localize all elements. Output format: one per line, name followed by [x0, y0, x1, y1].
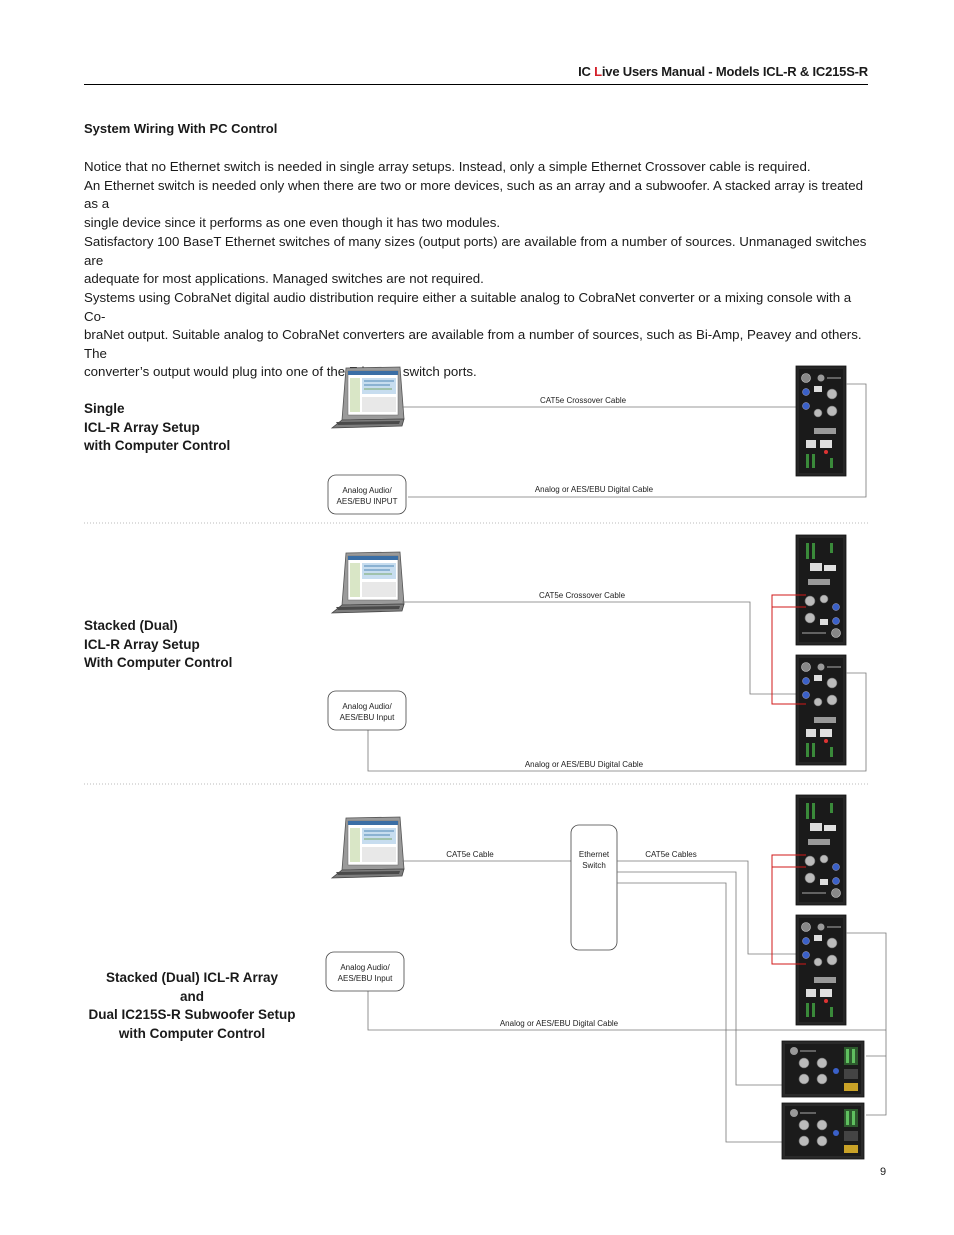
cable-label: Analog or AES/EBU Digital Cable: [535, 485, 654, 494]
svg-text:AES/EBU Input: AES/EBU Input: [338, 974, 393, 983]
svg-text:Analog Audio/: Analog Audio/: [342, 702, 392, 711]
single-setup-label: Single ICL-R Array Setup with Computer C…: [84, 401, 231, 454]
running-header: IC Live Users Manual - Models ICL-R & IC…: [578, 64, 868, 79]
array-module-icon: [795, 914, 847, 1026]
single-setup-diagram: CAT5e Crossover Cable Analog Audio/ AES/…: [327, 365, 867, 515]
cable-label: Analog or AES/EBU Digital Cable: [500, 1019, 619, 1028]
ethernet-switch-box: [570, 824, 618, 951]
cable-label: Analog or AES/EBU Digital Cable: [525, 760, 644, 769]
laptop-icon: [331, 366, 405, 429]
cable-label: CAT5e Cable: [446, 850, 494, 859]
stacked-setup-diagram: CAT5e Crossover Cable Analog Audio/ AES/…: [327, 534, 867, 772]
subwoofer-module-icon: [781, 1040, 865, 1098]
svg-text:Ethernet: Ethernet: [579, 850, 610, 859]
cable-label: CAT5e Crossover Cable: [539, 591, 626, 600]
svg-text:AES/EBU INPUT: AES/EBU INPUT: [337, 497, 398, 506]
array-module-icon: [795, 365, 847, 477]
page-number: 9: [880, 1166, 887, 1178]
svg-text:Switch: Switch: [582, 861, 606, 870]
audio-input-box: [327, 474, 407, 515]
cable-label: CAT5e Cables: [645, 850, 696, 859]
subwoofer-module-icon: [781, 1102, 865, 1160]
header-accent-letter: L: [594, 64, 602, 79]
paragraph-2: Satisfactory 100 BaseT Ethernet switches…: [84, 234, 867, 286]
array-module-icon: [795, 534, 847, 646]
audio-input-box: [327, 690, 407, 731]
paragraph-1: Notice that no Ethernet switch is needed…: [84, 159, 864, 230]
svg-text:AES/EBU Input: AES/EBU Input: [340, 713, 395, 722]
audio-input-box: [325, 951, 405, 992]
section-title: System Wiring With PC Control: [84, 121, 278, 136]
laptop-icon: [331, 816, 405, 879]
array-module-icon: [795, 654, 847, 766]
stacked-sub-setup-diagram: CAT5e Cable Ethernet Switch CAT5e Cables…: [325, 794, 887, 1160]
svg-text:Analog Audio/: Analog Audio/: [342, 486, 392, 495]
laptop-icon: [331, 551, 405, 614]
svg-text:Analog Audio/: Analog Audio/: [340, 963, 390, 972]
stacked-sub-setup-label: Stacked (Dual) ICL-R Array and Dual IC21…: [88, 970, 296, 1041]
array-module-icon: [795, 794, 847, 906]
header-rule: [84, 84, 868, 85]
cable-label: CAT5e Crossover Cable: [540, 396, 627, 405]
stacked-setup-label: Stacked (Dual) ICL-R Array Setup With Co…: [84, 618, 233, 671]
